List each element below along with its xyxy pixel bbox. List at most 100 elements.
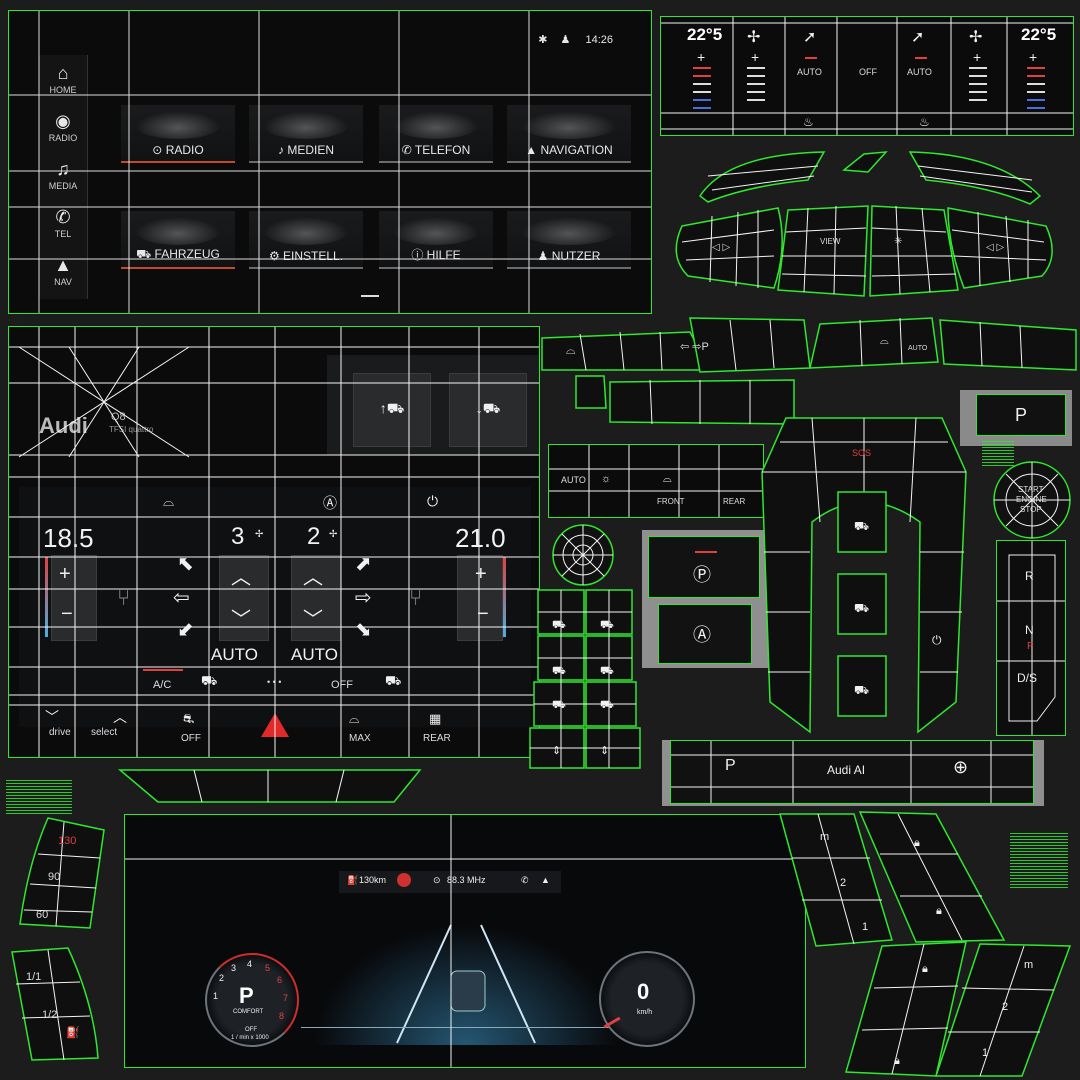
lock-icon: 🔒︎ <box>894 1055 900 1067</box>
mmi-sidebar <box>39 55 88 299</box>
plus-icon[interactable]: + <box>973 49 982 65</box>
rotary-knob[interactable] <box>550 522 616 588</box>
help-art <box>393 217 479 245</box>
more-dots[interactable]: • • • <box>267 677 282 687</box>
hazard-button[interactable] <box>261 713 289 737</box>
tile-fahrzeug[interactable]: ⛟ FAHRZEUG <box>121 211 235 269</box>
camera-icon[interactable]: ⊕ <box>953 757 969 777</box>
tile-telefon[interactable]: ✆ TELEFON <box>379 105 493 163</box>
chevron-down-icon[interactable]: ﹀ <box>231 609 251 631</box>
wiper-icon: ⌓ <box>566 343 576 357</box>
gear-r[interactable]: R <box>1025 569 1034 583</box>
airflow-up-icon[interactable]: ⬈ <box>355 553 372 575</box>
tile-medien[interactable]: ♪ MEDIEN <box>249 105 363 163</box>
temp-bar <box>1027 107 1045 109</box>
stalk-wireframe: ⌓ ⇦ ⇨P ⌓ AUTO <box>541 317 1077 425</box>
music-icon: ♪ <box>277 143 288 157</box>
esc-off-icon[interactable]: ⛐ <box>183 711 195 726</box>
left-temp-stepper[interactable] <box>51 555 97 641</box>
recirculation-icon[interactable]: ⛟ <box>201 673 218 688</box>
parking-brake-button[interactable]: Ⓟ <box>648 536 760 598</box>
fan-bar <box>969 99 987 101</box>
gear-n[interactable]: N <box>1025 623 1034 637</box>
seat-icon: ⛟ <box>600 619 614 631</box>
sidebar-item-tel[interactable]: ✆ TEL <box>41 205 85 249</box>
off-label[interactable]: OFF <box>859 67 877 77</box>
chevron-down-icon[interactable]: ﹀ <box>45 709 59 725</box>
rear-defrost-label[interactable]: REAR <box>423 733 451 744</box>
user-icon: ♟ <box>560 34 571 46</box>
defrost-front-label[interactable]: FRONT <box>657 497 685 506</box>
auto-a-icon[interactable]: Ⓐ <box>323 495 337 511</box>
defrost-front-icon[interactable]: ⌓ <box>163 493 175 509</box>
chevron-down-icon[interactable]: ﹀ <box>303 609 323 631</box>
auto-left-label[interactable]: AUTO <box>211 645 258 664</box>
car-icon[interactable]: ⛟ <box>385 673 402 688</box>
minus-icon[interactable]: − <box>477 603 489 625</box>
chevron-up-icon[interactable]: ︿ <box>303 567 323 589</box>
sidebar-item-media[interactable]: ♫ MEDIA <box>41 157 85 201</box>
airflow-down-icon[interactable]: ⬊ <box>355 619 372 641</box>
select-label[interactable]: select <box>91 727 118 738</box>
airflow-mid-icon[interactable]: ⇦ <box>173 587 190 609</box>
defrost-rear-label[interactable]: REAR <box>723 497 746 506</box>
car-icon: ⛟ <box>854 683 869 697</box>
plus-icon[interactable]: + <box>475 563 487 585</box>
car-rear-down-icon: ↓⛟ <box>475 400 501 416</box>
rpm-unit: 1 / min x 1000 <box>231 1035 269 1041</box>
lane-lines <box>396 924 536 1044</box>
start-stop-button[interactable]: START ENGINE STOP <box>990 458 1074 542</box>
tile-nutzer[interactable]: ♟ NUTZER <box>507 211 631 269</box>
volume-icon: ◁ ▷ <box>986 242 1004 253</box>
defrost-front-icon: ⌓ <box>663 473 672 485</box>
sidebar-item-radio[interactable]: ◉ RADIO <box>41 109 85 153</box>
minus-icon[interactable]: − <box>61 603 73 625</box>
lock-icon: 🔒︎ <box>922 963 928 975</box>
airflow-icon: ➚ <box>803 29 817 46</box>
gear-ds[interactable]: D/S <box>1017 671 1038 685</box>
plus-icon[interactable]: + <box>59 563 71 585</box>
airflow-down-icon[interactable]: ⬋ <box>177 619 194 641</box>
temp-gauge-strip: 130 90 60 <box>19 817 105 929</box>
ac-button[interactable]: A/C <box>153 679 172 691</box>
airflow-mid-icon[interactable]: ⇨ <box>355 587 372 609</box>
plus-icon[interactable]: + <box>1029 49 1038 65</box>
window-rear-up-button[interactable]: ↑⛟ <box>353 373 431 447</box>
tile-radio[interactable]: ⊙ RADIO <box>121 105 235 163</box>
auto-right-label[interactable]: AUTO <box>291 645 338 664</box>
auto-right-label[interactable]: AUTO <box>907 67 932 77</box>
p-key-button[interactable]: P <box>976 394 1066 436</box>
auto-hold-button[interactable]: Ⓐ <box>658 604 752 664</box>
rear-defrost-icon[interactable]: ▦ <box>429 711 442 726</box>
seat-heat-icon[interactable]: ♨ <box>919 115 930 129</box>
esc-off-label[interactable]: OFF <box>181 733 201 744</box>
temp-bar <box>1027 67 1045 69</box>
audi-ai-button[interactable]: Audi AI <box>827 763 866 777</box>
seat-heat-icon[interactable]: ♨ <box>803 115 814 129</box>
gear-p[interactable]: P <box>1027 641 1034 652</box>
chevron-up-icon[interactable]: ︿ <box>231 567 251 589</box>
temp-bar <box>1027 83 1045 85</box>
phone-art <box>393 111 479 139</box>
chevron-up-icon[interactable]: ︿ <box>113 709 127 725</box>
sidebar-item-home[interactable]: ⌂ HOME <box>41 61 85 105</box>
power-icon[interactable]: ⏻ <box>427 493 439 509</box>
off-button[interactable]: OFF <box>331 679 353 691</box>
defrost-auto-label[interactable]: AUTO <box>561 475 586 485</box>
max-defrost-label[interactable]: MAX <box>349 733 371 744</box>
info-icon: ⓘ <box>411 248 427 262</box>
plus-icon[interactable]: + <box>751 49 760 65</box>
tile-hilfe[interactable]: ⓘ HILFE <box>379 211 493 269</box>
drive-select-label[interactable]: drive <box>49 727 71 738</box>
texture-noise <box>1010 832 1068 888</box>
airflow-up-icon[interactable]: ⬉ <box>177 553 194 575</box>
tile-einstell[interactable]: ⚙ EINSTELL. <box>249 211 363 269</box>
sidebar-item-nav[interactable]: ▲ NAV <box>41 253 85 297</box>
tile-navigation[interactable]: ▲ NAVIGATION <box>507 105 631 163</box>
max-defrost-icon[interactable]: ⌓ <box>349 711 360 726</box>
auto-left-label[interactable]: AUTO <box>797 67 822 77</box>
left-temp-scale <box>45 557 48 637</box>
park-assist-button[interactable]: P <box>725 757 736 774</box>
window-rear-down-button[interactable]: ↓⛟ <box>449 373 527 447</box>
plus-icon[interactable]: + <box>697 49 706 65</box>
